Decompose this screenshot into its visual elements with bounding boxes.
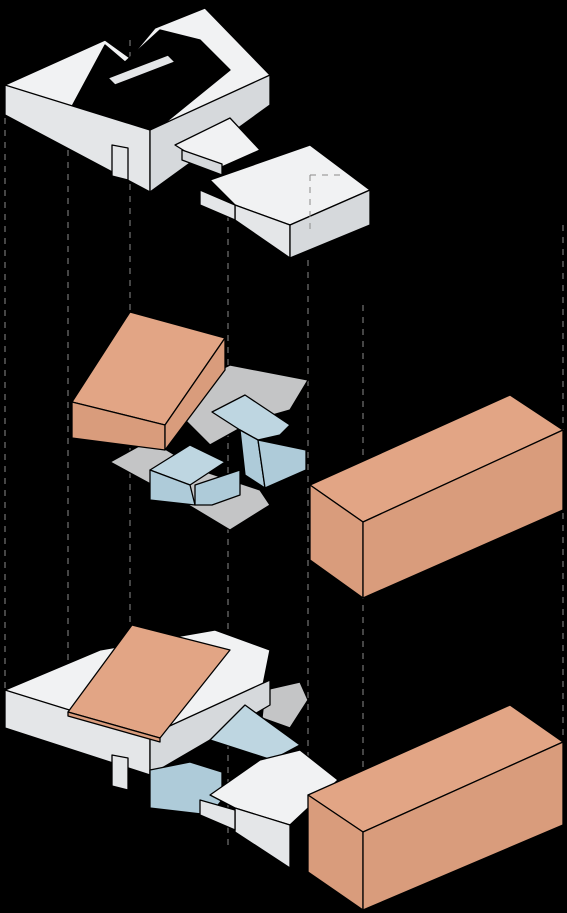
blue-volume-lower-step	[194, 469, 241, 506]
program-volumes-layer	[71, 311, 564, 599]
roof-link-block	[111, 144, 129, 181]
assembly-terracotta-roof-edge	[67, 711, 161, 743]
roof-wing-side-face	[289, 189, 371, 259]
blue-volume-upper-side	[257, 439, 307, 489]
assembly-link-block	[111, 754, 129, 791]
assembly-terracotta-block-side	[362, 741, 564, 911]
assembly-grey-backdrop	[261, 681, 309, 729]
combined-assembly-layer	[4, 624, 564, 911]
roof-layer	[4, 7, 371, 259]
roof-courtyard-ramp	[107, 54, 176, 86]
assembly-main-side-face	[149, 679, 271, 776]
roof-wing-step	[199, 189, 236, 221]
assembly-blue-upper	[209, 704, 301, 761]
terracotta-block-left-side	[164, 337, 226, 451]
assembly-wing-step	[199, 799, 236, 831]
terracotta-block-right-side	[362, 429, 564, 599]
roof-link-slot	[181, 149, 223, 176]
